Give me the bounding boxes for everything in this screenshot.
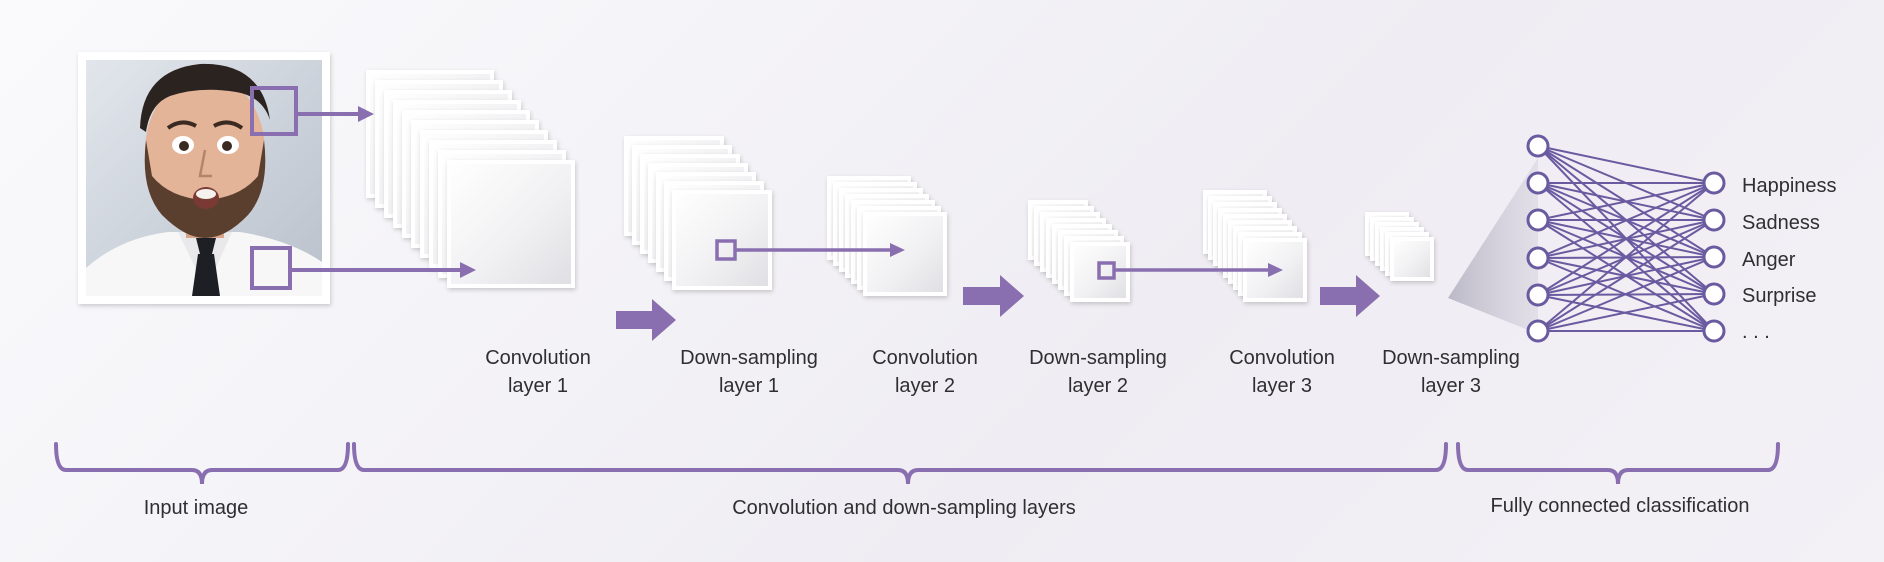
hidden-node xyxy=(1526,171,1550,195)
down1-stack xyxy=(624,136,772,290)
network-edge xyxy=(1537,182,1715,332)
down2-stack xyxy=(1028,200,1130,302)
section-labels: Input image Convolution and down-samplin… xyxy=(144,495,1750,519)
brace-input xyxy=(54,442,350,485)
hidden-node xyxy=(1526,283,1550,307)
layer-caption-conv2-line1: Convolution xyxy=(872,347,978,369)
layer-caption-conv1-line1: Convolution xyxy=(485,347,591,369)
down3-stack xyxy=(1365,212,1434,281)
section-braces xyxy=(54,442,1780,485)
network-edge xyxy=(1537,182,1715,259)
feature-map xyxy=(863,212,947,296)
conv1-stack xyxy=(366,70,575,288)
brace-conv xyxy=(352,442,1448,485)
output-node xyxy=(1702,282,1726,306)
layer-caption-down3-line1: Down-sampling xyxy=(1382,347,1520,369)
network-edges xyxy=(1537,145,1715,332)
output-node xyxy=(1702,171,1726,195)
conv2-stack xyxy=(827,176,947,296)
projection-cone xyxy=(1448,158,1538,334)
network-edge xyxy=(1537,182,1715,296)
section-label-input: Input image xyxy=(144,497,249,519)
output-node xyxy=(1702,319,1726,343)
hidden-node xyxy=(1526,319,1550,343)
hidden-node xyxy=(1526,246,1550,270)
feature-map xyxy=(447,160,575,288)
layer-caption-down3-line2: layer 3 xyxy=(1421,375,1481,397)
hidden-node xyxy=(1526,134,1550,158)
layer-caption-down1-line1: Down-sampling xyxy=(680,347,818,369)
output-label-surprise: Surprise xyxy=(1742,285,1816,307)
person-illustration xyxy=(86,63,322,296)
layer-captions: Convolution layer 1 Down-sampling layer … xyxy=(485,347,1520,397)
output-node xyxy=(1702,245,1726,269)
network-nodes xyxy=(1526,134,1726,343)
output-label-happiness: Happiness xyxy=(1742,175,1837,197)
network-edge xyxy=(1537,293,1715,332)
output-label-more: . . . xyxy=(1742,321,1770,343)
layer-caption-conv3-line1: Convolution xyxy=(1229,347,1335,369)
layer-caption-down1-line2: layer 1 xyxy=(719,375,779,397)
feature-map-stacks xyxy=(366,70,1434,302)
network-edge xyxy=(1537,145,1715,184)
network-edge xyxy=(1537,256,1715,332)
layer-caption-conv1-line2: layer 1 xyxy=(508,375,568,397)
conv3-stack xyxy=(1203,190,1307,302)
output-label-sadness: Sadness xyxy=(1742,212,1820,234)
flow-arrows xyxy=(290,106,1380,341)
hidden-node xyxy=(1526,208,1550,232)
layer-caption-down2-line2: layer 2 xyxy=(1068,375,1128,397)
layer-caption-conv3-line2: layer 3 xyxy=(1252,375,1312,397)
output-labels: Happiness Sadness Anger Surprise . . . xyxy=(1742,175,1837,343)
output-label-anger: Anger xyxy=(1742,249,1796,271)
network-edge xyxy=(1537,219,1715,332)
brace-fc xyxy=(1456,442,1780,485)
layer-caption-down2-line1: Down-sampling xyxy=(1029,347,1167,369)
section-label-conv: Convolution and down-sampling layers xyxy=(732,497,1076,519)
fully-connected-network xyxy=(1448,134,1726,343)
input-image xyxy=(78,52,330,304)
layer-caption-conv2-line2: layer 2 xyxy=(895,375,955,397)
feature-map xyxy=(1390,237,1434,281)
network-edge xyxy=(1537,182,1715,221)
output-node xyxy=(1702,208,1726,232)
section-label-fc: Fully connected classification xyxy=(1490,495,1749,517)
